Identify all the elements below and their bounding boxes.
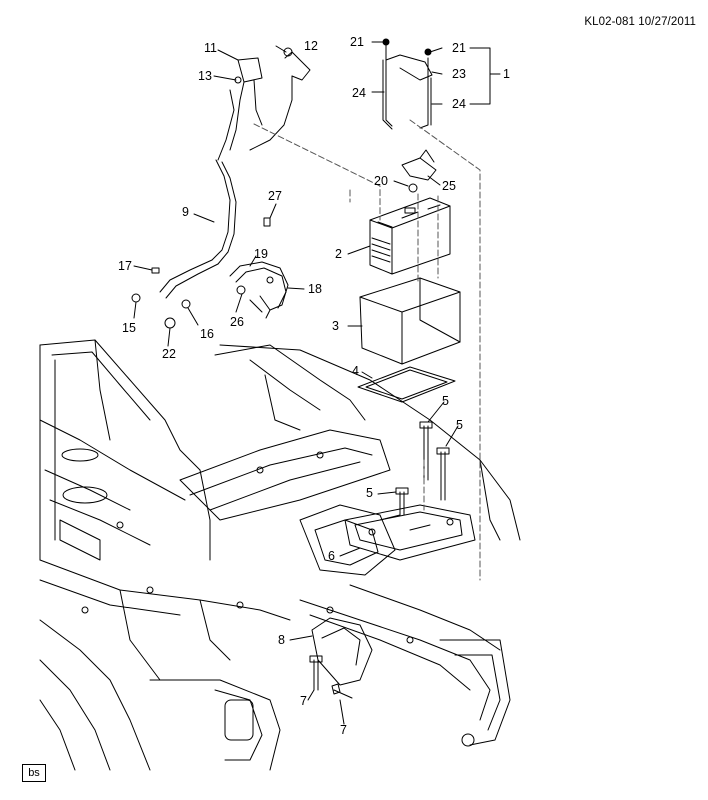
callout-19: 19 bbox=[254, 247, 268, 261]
assembly-dash-lines bbox=[253, 119, 481, 581]
callout-26: 26 bbox=[230, 315, 244, 329]
callout-18: 18 bbox=[308, 282, 322, 296]
callout-21-left: 21 bbox=[350, 35, 364, 49]
callout-7-left: 7 bbox=[300, 694, 307, 708]
callout-11: 11 bbox=[204, 41, 217, 55]
leader-lines bbox=[133, 41, 501, 725]
callout-4: 4 bbox=[352, 364, 359, 378]
callout-8: 8 bbox=[278, 633, 285, 647]
callout-24-left: 24 bbox=[352, 86, 366, 100]
battery-hold-down-assembly bbox=[382, 38, 433, 130]
callout-1: 1 bbox=[503, 67, 510, 81]
callout-21-right: 21 bbox=[452, 41, 466, 55]
battery-bracket-part bbox=[311, 617, 373, 686]
callout-labels: 11 12 13 21 21 23 1 24 24 20 25 9 27 2 1… bbox=[118, 35, 510, 737]
battery-insulator-box bbox=[359, 277, 461, 365]
callout-16: 16 bbox=[200, 327, 214, 341]
callout-15: 15 bbox=[122, 321, 136, 335]
callout-25: 25 bbox=[442, 179, 456, 193]
callout-22: 22 bbox=[162, 347, 176, 361]
callout-5-left: 5 bbox=[366, 486, 373, 500]
callout-13: 13 bbox=[198, 69, 212, 83]
callout-9: 9 bbox=[182, 205, 189, 219]
callout-7-right: 7 bbox=[340, 723, 347, 737]
callout-5-top: 5 bbox=[442, 394, 449, 408]
section-badge: bs bbox=[22, 764, 46, 782]
battery-tray-part bbox=[344, 504, 476, 561]
callout-12: 12 bbox=[304, 39, 318, 53]
callout-2: 2 bbox=[335, 247, 342, 261]
callout-20: 20 bbox=[374, 174, 388, 188]
callout-24-right: 24 bbox=[452, 97, 466, 111]
diagram-reference-code: KL02-081 10/27/2011 bbox=[584, 16, 696, 28]
callout-5-right: 5 bbox=[456, 418, 463, 432]
callout-17: 17 bbox=[118, 259, 132, 273]
callout-3: 3 bbox=[332, 319, 339, 333]
battery-cable-harness bbox=[159, 51, 311, 319]
callout-27: 27 bbox=[268, 189, 282, 203]
callout-23: 23 bbox=[452, 67, 466, 81]
terminal-clamp-part bbox=[401, 149, 437, 193]
callout-6: 6 bbox=[328, 549, 335, 563]
battery-insulator-pad bbox=[357, 366, 456, 403]
battery-part bbox=[369, 197, 451, 275]
vehicle-body-structure bbox=[39, 339, 521, 771]
